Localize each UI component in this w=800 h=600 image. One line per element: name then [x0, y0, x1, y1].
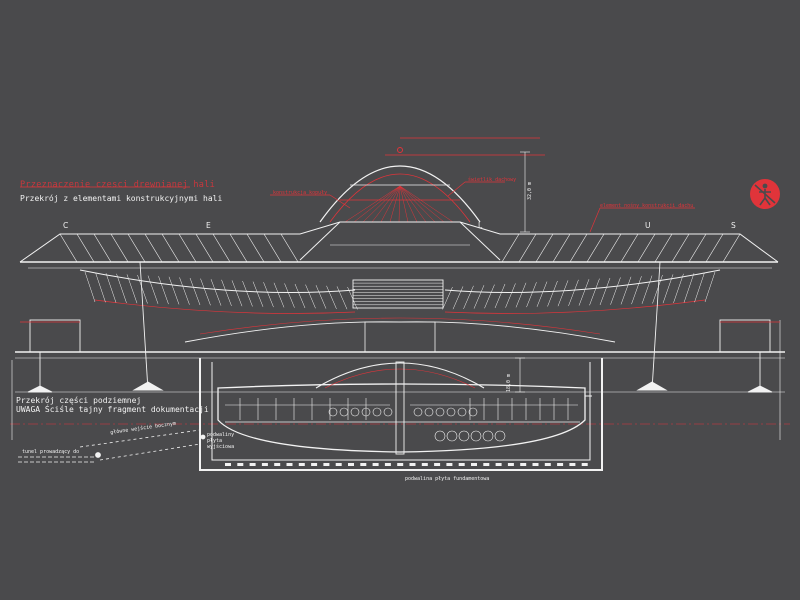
roof-letter-u: U — [645, 221, 651, 230]
roof-letter-c: C — [63, 221, 69, 230]
depth-dimension: 18,0 m — [506, 373, 512, 392]
tunnel-label: tunel prowadzący do — [22, 449, 80, 455]
fencing-logo-icon — [750, 179, 780, 209]
roof-truss — [19, 221, 779, 269]
height-dimension: 32,0 m — [527, 181, 533, 200]
dome — [299, 147, 501, 261]
drawing-title: Przeznaczenie czesci drewnianej hali — [20, 180, 216, 190]
seating-stands — [79, 269, 721, 353]
secret-warning: UWAGA Ściśle tajny fragment dokumentacji — [16, 405, 209, 414]
tunnels — [18, 420, 206, 470]
columns — [27, 261, 773, 393]
dimension-lines — [515, 151, 530, 393]
red-annotations — [20, 137, 780, 323]
red-callout-c: element nośny konstrukcji dachu — [600, 203, 694, 209]
red-callout-b: świetlik dachowy — [468, 177, 517, 183]
roof-letter-l: L — [478, 221, 483, 230]
roof-letter-e: E — [206, 221, 211, 230]
underground-section-title: Przekrój części podziemnej — [16, 396, 142, 405]
foundation-label: podwalina płyta fundamentowa — [405, 476, 490, 482]
exit-label: podwaliny płyta wyjściowa — [207, 432, 235, 450]
red-callout-a: konstrukcja kopuły — [273, 190, 328, 196]
roof-letter-s: S — [731, 221, 736, 230]
underground-bunker — [199, 358, 603, 471]
drawing-subtitle: Przekrój z elementami konstrukcyjnymi ha… — [20, 194, 223, 203]
